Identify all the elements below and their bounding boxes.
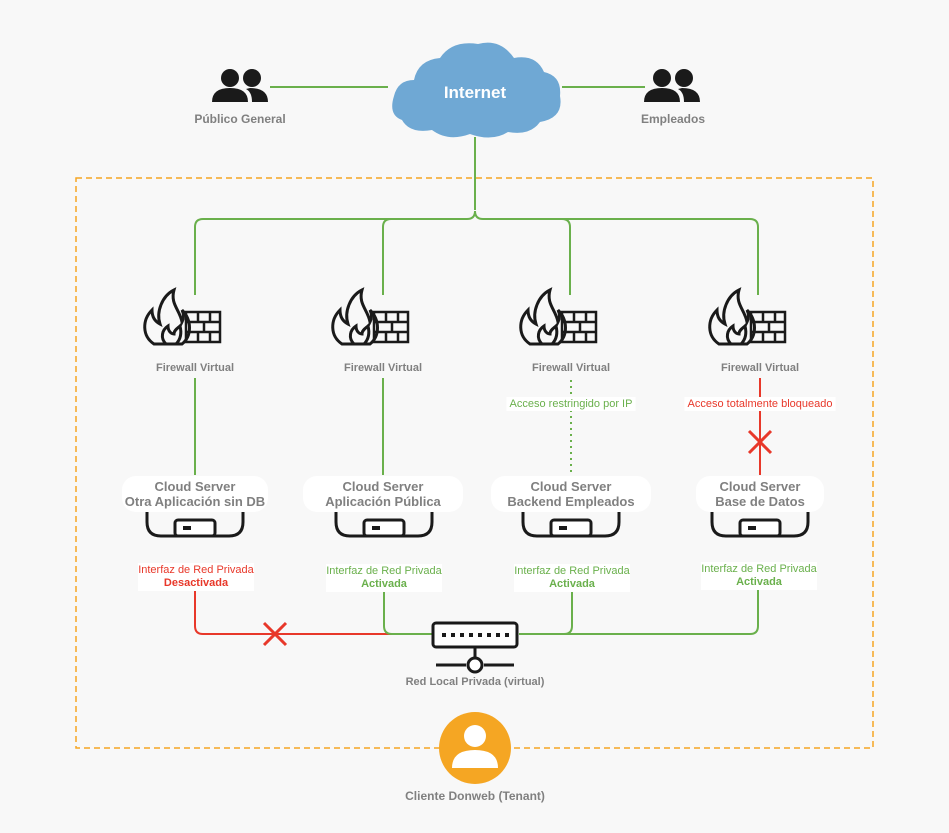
interface-title: Interfaz de Red Privada (514, 565, 630, 577)
employees-label: Empleados (640, 112, 706, 126)
server-name: Base de Datos (715, 494, 805, 509)
public-users-icon (212, 69, 268, 102)
interface-state: Desactivada (163, 577, 229, 589)
branch-link-2 (382, 218, 392, 295)
interface-title: Interfaz de Red Privada (326, 565, 442, 577)
server-title: Cloud Server (530, 479, 612, 494)
access-restricted-note: Acceso restringido por IP (506, 397, 636, 411)
firewall-icon (331, 288, 410, 346)
server4-lan-link (519, 590, 759, 635)
firewall-label-3: Firewall Virtual (531, 362, 611, 374)
blocked-x-lan (262, 621, 288, 647)
server2-lan-link (383, 590, 432, 635)
network-switch-icon (431, 621, 519, 674)
server-card-2: Cloud Server Aplicación Pública (303, 476, 463, 512)
server-interface-4: Interfaz de Red Privada Activada (701, 562, 817, 590)
interface-title: Interfaz de Red Privada (138, 564, 254, 576)
firewall-icon (708, 288, 787, 346)
server-card-1: Cloud Server Otra Aplicación sin DB (122, 476, 268, 512)
firewall-label-4: Firewall Virtual (720, 362, 800, 374)
server-name: Backend Empleados (507, 494, 635, 509)
server-title: Cloud Server (154, 479, 236, 494)
firewall-icon (143, 288, 222, 346)
interface-state: Activada (361, 578, 407, 590)
public-label: Público General (194, 112, 286, 126)
server1-lan-link-disabled (194, 590, 432, 635)
tenant-avatar-icon (439, 712, 511, 784)
distribution-bus (194, 210, 759, 295)
server-interface-1: Interfaz de Red Privada Desactivada (138, 563, 254, 591)
branch-link-3 (561, 218, 571, 295)
employees-users-icon (644, 69, 700, 102)
internet-cloud-icon (392, 42, 561, 138)
tenant-label: Cliente Donweb (Tenant) (405, 789, 545, 803)
interface-title: Interfaz de Red Privada (701, 563, 817, 575)
interface-state: Activada (549, 578, 595, 590)
internet-label: Internet (443, 83, 507, 102)
firewall-icon (519, 288, 598, 346)
server-interface-2: Interfaz de Red Privada Activada (326, 564, 442, 592)
firewall-label-2: Firewall Virtual (343, 362, 423, 374)
server-title: Cloud Server (342, 479, 424, 494)
server-card-3: Cloud Server Backend Empleados (491, 476, 651, 512)
interface-state: Activada (736, 576, 782, 588)
server-interface-3: Interfaz de Red Privada Activada (514, 564, 630, 592)
private-network-label: Red Local Privada (virtual) (405, 676, 545, 688)
server3-lan-link (519, 590, 573, 635)
access-blocked-note: Acceso totalmente bloqueado (684, 397, 836, 411)
firewall-label-1: Firewall Virtual (155, 362, 235, 374)
server-title: Cloud Server (719, 479, 801, 494)
server-name: Otra Aplicación sin DB (124, 494, 266, 509)
server-card-4: Cloud Server Base de Datos (696, 476, 824, 512)
server-name: Aplicación Pública (325, 494, 441, 509)
blocked-x-db (747, 429, 773, 455)
